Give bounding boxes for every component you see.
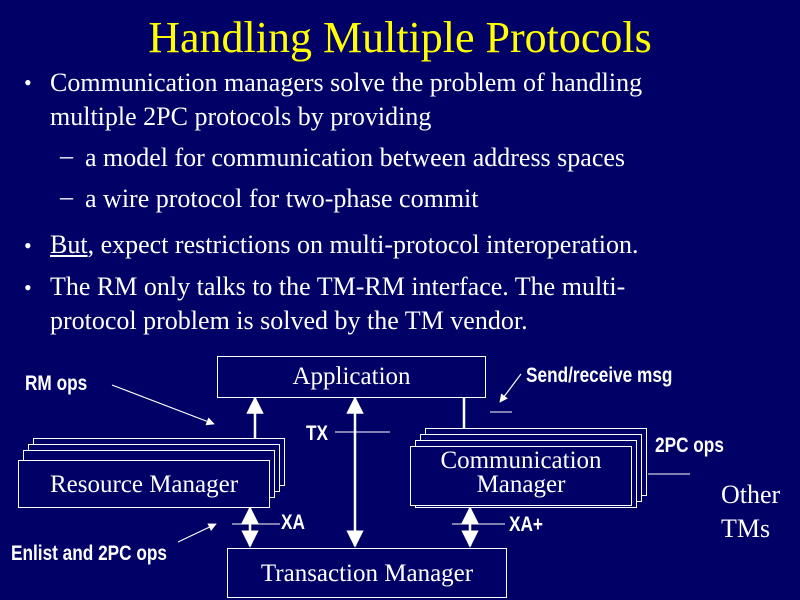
enlist-pointer <box>177 523 217 543</box>
transaction-manager-box: Transaction Manager <box>227 548 507 598</box>
xa-label: XA <box>281 511 305 534</box>
bullet-2-underlined: But <box>50 230 88 259</box>
sub-bullet-2: a wire protocol for two-phase commit <box>85 184 479 213</box>
comm-manager-label-line-1: Communication <box>440 447 602 474</box>
slide-title: Handling Multiple Protocols <box>148 13 652 62</box>
application-label: Application <box>292 363 411 390</box>
bullet-2: But, expect restrictions on multi-protoc… <box>50 228 638 262</box>
other-tms-label: Other TMs <box>721 478 780 546</box>
sub-bullet-1-marker: – <box>60 141 73 170</box>
tx-label: TX <box>306 422 329 445</box>
comm-manager-label-line-2: Manager <box>476 471 566 498</box>
xa-plus-label: XA+ <box>509 513 543 536</box>
transaction-manager-label: Transaction Manager <box>260 560 474 587</box>
send-receive-label: Send/receive msg <box>526 364 673 387</box>
bullet-1-line-1: Communication managers solve the problem… <box>50 68 643 97</box>
resource-manager-label: Resource Manager <box>49 471 239 498</box>
rm-ops-label: RM ops <box>25 372 88 395</box>
bullet-1-marker: • <box>24 70 32 95</box>
bullet-2-rest: , expect restrictions on multi-protocol … <box>87 230 639 259</box>
bullet-2-marker: • <box>24 233 32 258</box>
rm-ops-pointer <box>111 384 215 426</box>
bullet-3-line-2: protocol problem is solved by the TM ven… <box>50 306 528 335</box>
other-tms-line-2: TMs <box>721 514 771 543</box>
comm-manager-box: Communication Manager <box>410 446 632 506</box>
sub-bullet-2-marker: – <box>60 182 73 211</box>
resource-manager-box: Resource Manager <box>18 460 270 508</box>
send-receive-pointer <box>499 373 522 403</box>
enlist-label: Enlist and 2PC ops <box>11 542 167 565</box>
bullet-3-line-1: The RM only talks to the TM-RM interface… <box>50 272 626 301</box>
bullet-3-marker: • <box>24 275 32 300</box>
twopc-ops-label: 2PC ops <box>655 434 724 457</box>
other-tms-line-1: Other <box>721 480 781 509</box>
application-box: Application <box>217 356 486 398</box>
sub-bullet-1: a model for communication between addres… <box>85 143 626 172</box>
bullet-1-line-2: multiple 2PC protocols by providing <box>50 102 432 131</box>
